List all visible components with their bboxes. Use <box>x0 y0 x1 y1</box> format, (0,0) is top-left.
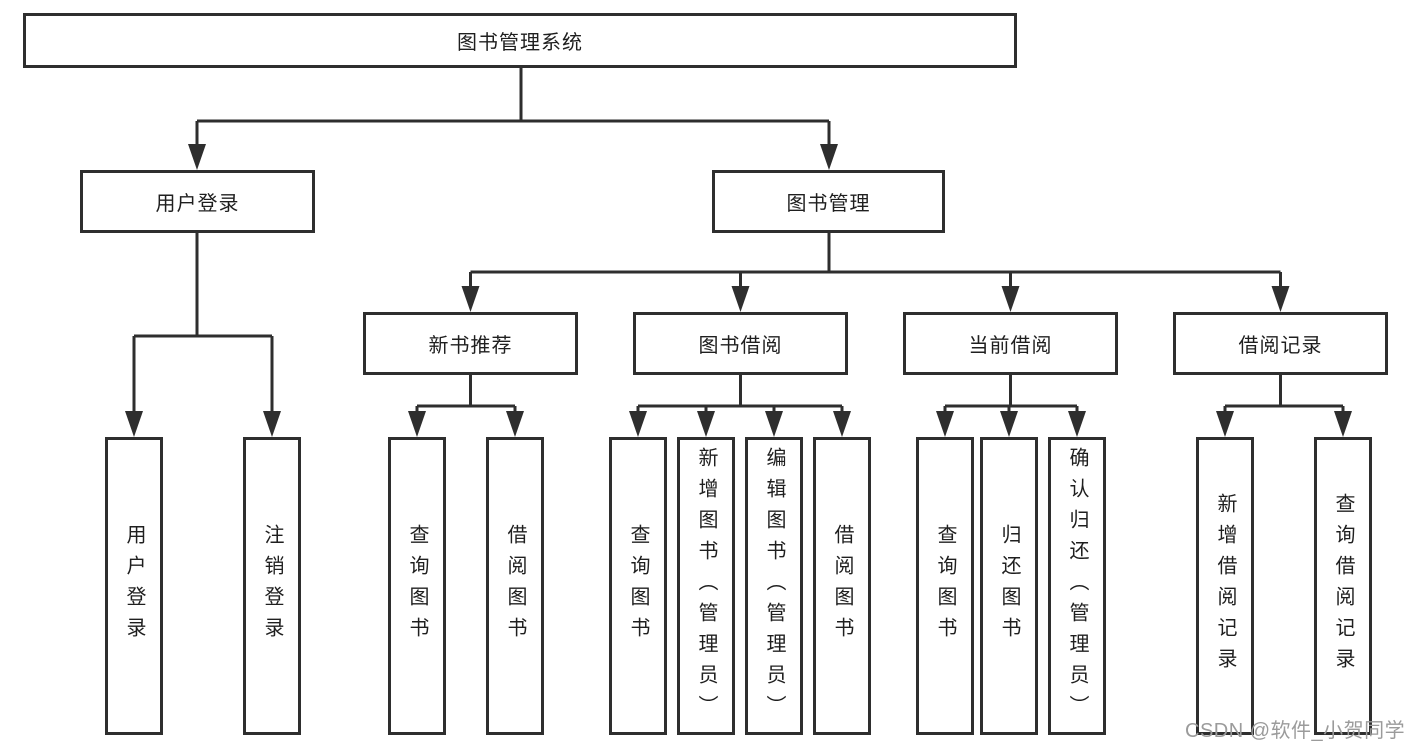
leaf-edit-books-admin: 编辑图书（管理员） <box>745 437 803 735</box>
node-label: 查询图书 <box>934 524 956 648</box>
arrowhead-icon <box>765 411 783 437</box>
node-label: 借阅图书 <box>831 524 853 648</box>
node-label: 新增借阅记录 <box>1214 493 1236 679</box>
leaf-query-borrow-record: 查询借阅记录 <box>1314 437 1372 735</box>
node-label: 注销登录 <box>261 524 283 648</box>
leaf-add-books-admin: 新增图书（管理员） <box>677 437 735 735</box>
leaf-logout: 注销登录 <box>243 437 301 735</box>
arrowhead-icon <box>833 411 851 437</box>
arrowhead-icon <box>1000 411 1018 437</box>
leaf-borrow-books: 借阅图书 <box>813 437 871 735</box>
node-label: 用户登录 <box>123 524 145 648</box>
leaf-query-books: 查询图书 <box>916 437 974 735</box>
node-label: 新书推荐 <box>428 335 513 357</box>
node-label: 图书管理 <box>786 193 871 215</box>
node-borrowing-records: 借阅记录 <box>1173 312 1388 375</box>
leaf-confirm-return-admin: 确认归还（管理员） <box>1048 437 1106 735</box>
arrowhead-icon <box>1001 286 1020 312</box>
node-book-management: 图书管理 <box>712 170 945 233</box>
arrowhead-icon <box>506 411 524 437</box>
leaf-return-books: 归还图书 <box>980 437 1038 735</box>
arrowhead-icon <box>1068 411 1086 437</box>
arrowhead-icon <box>697 411 715 437</box>
node-label: 用户登录 <box>155 193 240 215</box>
arrowhead-icon <box>461 286 480 312</box>
node-label: 查询图书 <box>627 524 649 648</box>
node-label: 编辑图书（管理员） <box>763 446 785 726</box>
leaf-add-borrow-record: 新增借阅记录 <box>1196 437 1254 735</box>
node-label: 确认归还（管理员） <box>1066 446 1088 726</box>
leaf-borrow-books: 借阅图书 <box>486 437 544 735</box>
leaf-query-books: 查询图书 <box>609 437 667 735</box>
arrowhead-icon <box>629 411 647 437</box>
node-current-borrowing: 当前借阅 <box>903 312 1118 375</box>
leaf-user-login: 用户登录 <box>105 437 163 735</box>
node-label: 新增图书（管理员） <box>695 446 717 726</box>
node-label: 借阅图书 <box>504 524 526 648</box>
node-label: 查询借阅记录 <box>1332 493 1354 679</box>
arrowhead-icon <box>936 411 954 437</box>
node-book-borrowing: 图书借阅 <box>633 312 848 375</box>
node-library-system: 图书管理系统 <box>23 13 1017 68</box>
node-label: 借阅记录 <box>1238 335 1323 357</box>
node-label: 图书借阅 <box>698 335 783 357</box>
node-user-login: 用户登录 <box>80 170 315 233</box>
csdn-watermark: CSDN @软件_小贺同学 <box>1185 720 1405 742</box>
leaf-query-books: 查询图书 <box>388 437 446 735</box>
node-label: 查询图书 <box>406 524 428 648</box>
node-new-book-recommendation: 新书推荐 <box>363 312 578 375</box>
arrowhead-icon <box>1216 411 1234 437</box>
node-label: 当前借阅 <box>968 335 1053 357</box>
arrowhead-icon <box>263 411 281 437</box>
arrowhead-icon <box>1271 286 1290 312</box>
arrowhead-icon <box>125 411 143 437</box>
arrowhead-icon <box>731 286 750 312</box>
node-label: 图书管理系统 <box>457 32 583 54</box>
arrowhead-icon <box>408 411 426 437</box>
arrowhead-icon <box>188 144 206 170</box>
arrowhead-icon <box>1334 411 1352 437</box>
node-label: 归还图书 <box>998 524 1020 648</box>
arrowhead-icon <box>820 144 838 170</box>
